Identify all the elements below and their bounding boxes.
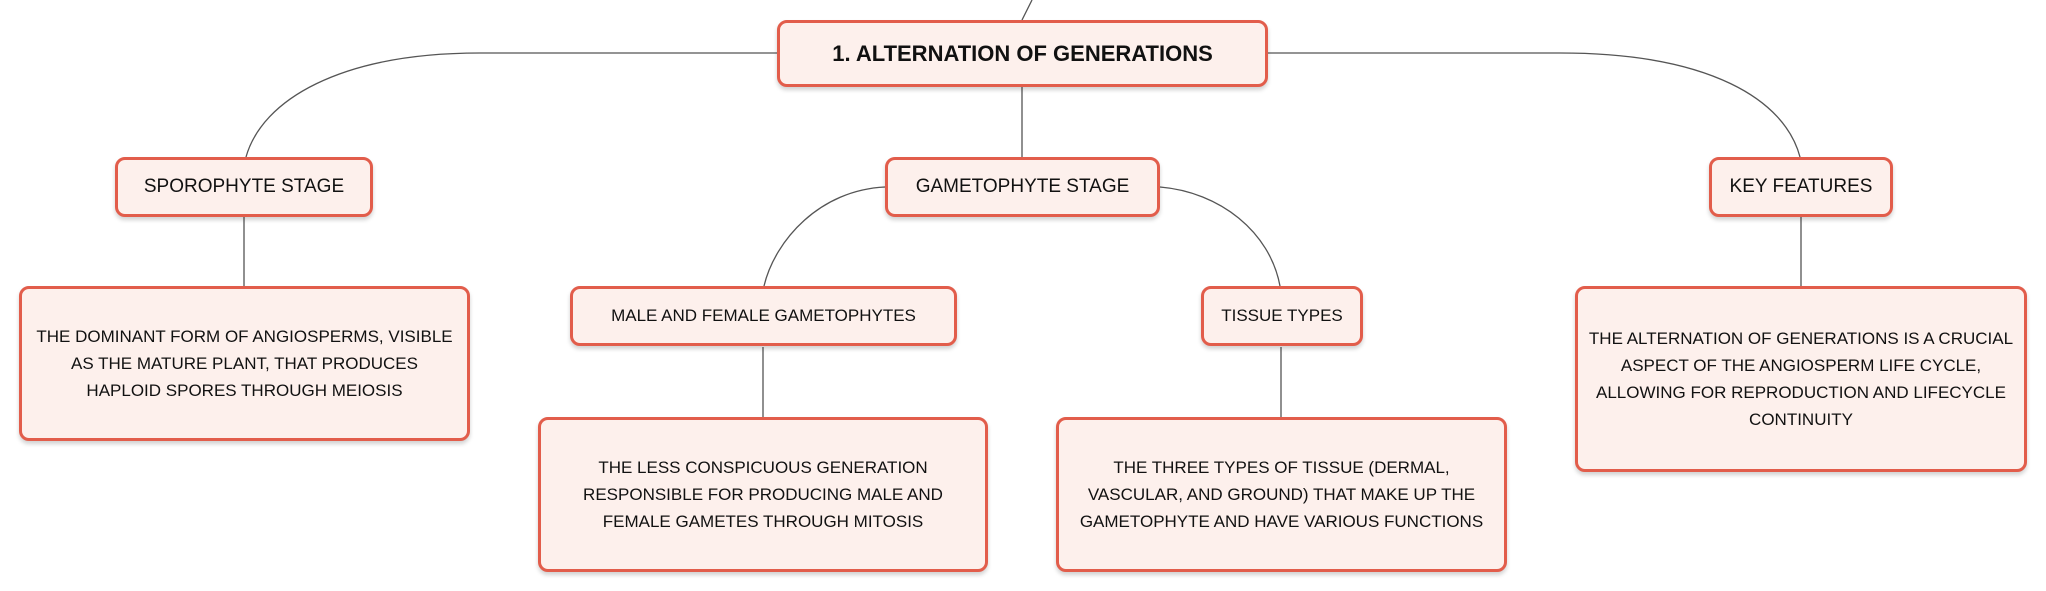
key-features-description-node[interactable]: THE ALTERNATION OF GENERATIONS IS A CRUC…	[1575, 286, 2027, 472]
gametophyte-stage-node[interactable]: GAMETOPHYTE STAGE	[885, 157, 1160, 217]
connector-root-sporophyte	[245, 52, 777, 158]
key-features-label: KEY FEATURES	[1729, 176, 1873, 197]
male-female-description-node[interactable]: THE LESS CONSPICUOUS GENERATION RESPONSI…	[538, 417, 988, 572]
tissue-types-description-node[interactable]: THE THREE TYPES OF TISSUE (DERMAL, VASCU…	[1056, 417, 1507, 572]
male-female-description-text: THE LESS CONSPICUOUS GENERATION RESPONSI…	[583, 458, 943, 531]
tissue-types-node[interactable]: TISSUE TYPES	[1201, 286, 1363, 346]
sporophyte-description-text: THE DOMINANT FORM OF ANGIOSPERMS, VISIBL…	[36, 327, 453, 400]
male-female-gametophytes-label: MALE AND FEMALE GAMETOPHYTES	[611, 306, 916, 325]
connector-parent-root	[1021, 0, 1033, 21]
sporophyte-stage-label: SPOROPHYTE STAGE	[143, 176, 345, 197]
root-title: 1. ALTERNATION OF GENERATIONS	[832, 40, 1213, 66]
male-female-gametophytes-node[interactable]: MALE AND FEMALE GAMETOPHYTES	[570, 286, 957, 346]
root-node[interactable]: 1. ALTERNATION OF GENERATIONS	[777, 20, 1268, 87]
key-features-node[interactable]: KEY FEATURES	[1709, 157, 1893, 217]
connector-gametophyte-malefemale	[763, 186, 886, 287]
tissue-types-description-text: THE THREE TYPES OF TISSUE (DERMAL, VASCU…	[1079, 458, 1484, 531]
connector-gametophyte-tissue	[1159, 186, 1281, 287]
sporophyte-stage-node[interactable]: SPOROPHYTE STAGE	[115, 157, 373, 217]
connector-root-keyfeatures	[1268, 52, 1801, 158]
tissue-types-label: TISSUE TYPES	[1221, 306, 1343, 325]
sporophyte-description-node[interactable]: THE DOMINANT FORM OF ANGIOSPERMS, VISIBL…	[19, 286, 470, 441]
gametophyte-stage-label: GAMETOPHYTE STAGE	[915, 176, 1130, 197]
key-features-description-text: THE ALTERNATION OF GENERATIONS IS A CRUC…	[1588, 329, 2014, 429]
